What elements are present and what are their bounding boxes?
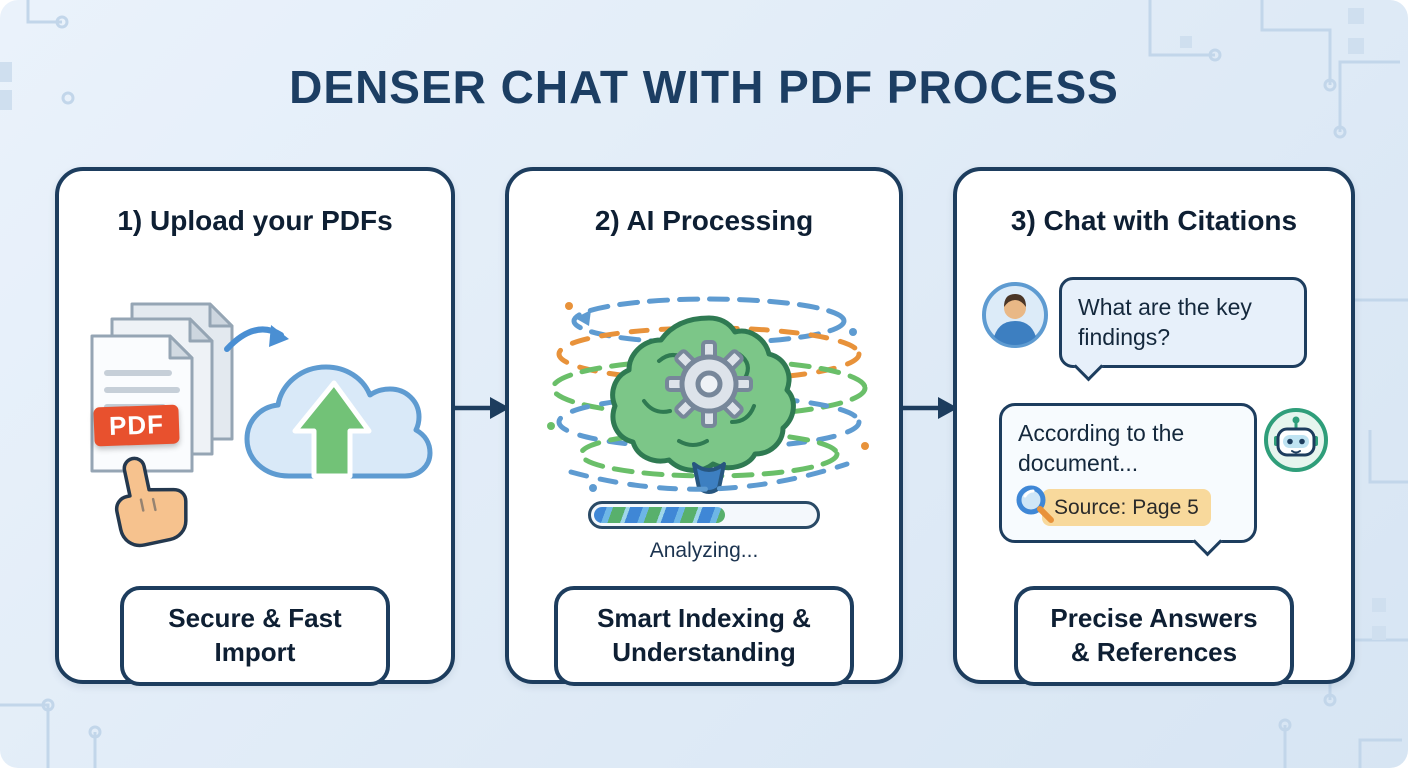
citation-badge: Source: Page 5 — [1016, 485, 1211, 527]
curved-arrow-icon — [224, 325, 289, 352]
bot-message-text: According to the document... — [1018, 420, 1185, 477]
step-card-upload: 1) Upload your PDFs — [55, 167, 455, 686]
flow-arrow-icon — [452, 397, 510, 419]
step3-heading: 3) Chat with Citations — [1010, 205, 1298, 236]
pdf-badge: PDF — [93, 404, 180, 447]
step1-heading: 1) Upload your PDFs — [117, 205, 393, 236]
hand-pointer-icon — [114, 456, 188, 548]
analyzing-label: Analyzing... — [649, 539, 759, 562]
step3-footer-label: Precise Answers & References — [1014, 586, 1294, 686]
user-avatar-icon — [982, 282, 1048, 348]
step-card-chat: 3) Chat with Citations What are the key … — [953, 167, 1355, 686]
step2-heading: 2) AI Processing — [594, 205, 814, 236]
page-title: DENSER CHAT WITH PDF PROCESS — [289, 61, 1119, 113]
ai-processing-illustration — [547, 296, 869, 494]
upload-arrow-icon — [292, 380, 372, 479]
user-chat-bubble: What are the key findings? — [1059, 277, 1307, 368]
step2-footer-label: Smart Indexing & Understanding — [554, 586, 854, 686]
robot-icon — [1264, 408, 1328, 472]
flow-arrow-icon — [900, 397, 958, 419]
bot-chat-bubble: According to the document... Source: Pag… — [999, 403, 1257, 544]
step-card-processing: 2) AI Processing — [505, 167, 903, 686]
user-message-text: What are the key findings? — [1078, 294, 1252, 351]
citation-text: Source: Page 5 — [1054, 495, 1199, 519]
step1-footer-label: Secure & Fast Import — [120, 586, 390, 686]
magnifier-icon — [1016, 485, 1054, 523]
progress-bar — [588, 501, 820, 529]
gear-icon — [665, 340, 753, 428]
progress-fill — [594, 507, 726, 523]
